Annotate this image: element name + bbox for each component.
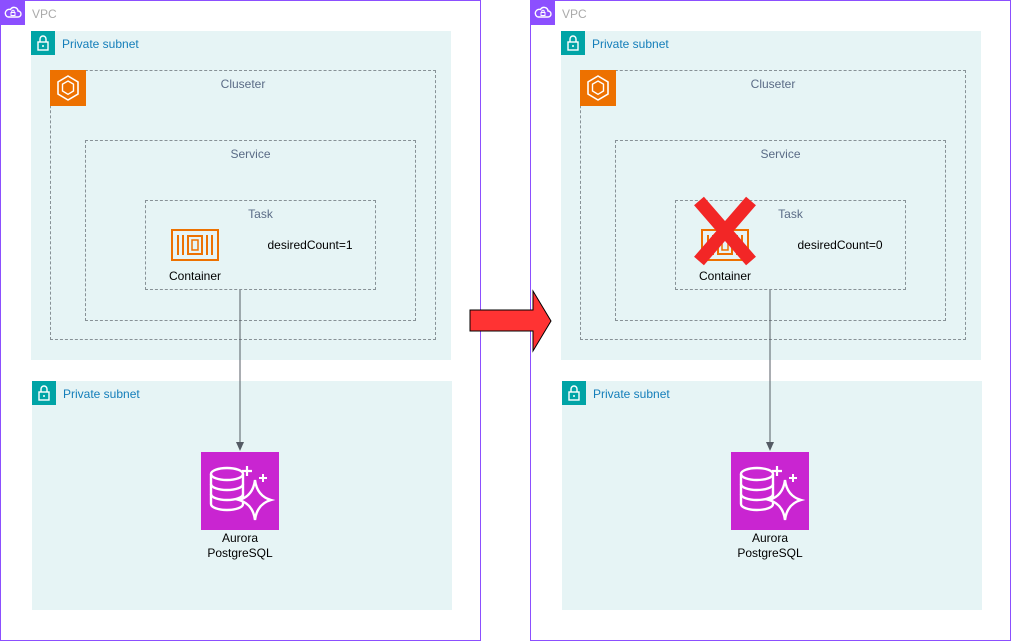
- private-subnet-label: Private subnet: [63, 387, 140, 401]
- private-subnet-label: Private subnet: [593, 387, 670, 401]
- task-label: Task: [778, 207, 803, 221]
- desired-count-label: desiredCount=1: [267, 238, 353, 252]
- private-subnet-label: Private subnet: [592, 37, 669, 51]
- desired-count-label: desiredCount=0: [797, 238, 883, 252]
- subnet-lock-icon: [31, 31, 55, 55]
- vpc-icon: [531, 1, 555, 25]
- aurora-database-icon: [731, 452, 809, 530]
- subnet-lock-icon: [32, 381, 56, 405]
- container-label: Container: [168, 269, 222, 283]
- aurora-label-line1: Aurora: [751, 531, 789, 545]
- service-label: Service: [230, 147, 271, 161]
- stopped-cross-icon: [693, 195, 757, 267]
- service-group: [615, 140, 946, 321]
- task-group: [675, 200, 906, 290]
- ecs-icon: [50, 70, 86, 106]
- transition-arrow: [469, 289, 552, 353]
- task-label: Task: [248, 207, 273, 221]
- service-group: [85, 140, 416, 321]
- private-subnet-label: Private subnet: [62, 37, 139, 51]
- aurora-label-line2: PostgreSQL: [737, 546, 803, 560]
- cluster-label: Cluseter: [750, 77, 796, 91]
- service-label: Service: [760, 147, 801, 161]
- container-label: Container: [698, 269, 752, 283]
- vpc-label: VPC: [32, 7, 57, 21]
- subnet-lock-icon: [561, 31, 585, 55]
- cluster-label: Cluseter: [220, 77, 266, 91]
- cluster-group: [580, 70, 966, 340]
- subnet-lock-icon: [562, 381, 586, 405]
- aurora-database-icon: [201, 452, 279, 530]
- private-subnet-app: [31, 31, 451, 360]
- aurora-label-line2: PostgreSQL: [207, 546, 273, 560]
- ecs-icon: [580, 70, 616, 106]
- private-subnet-app: [561, 31, 981, 360]
- container-icon: [170, 228, 220, 264]
- aurora-label-line1: Aurora: [221, 531, 259, 545]
- cluster-group: [50, 70, 436, 340]
- vpc-icon: [1, 1, 25, 25]
- vpc-label: VPC: [562, 7, 587, 21]
- task-group: [145, 200, 376, 290]
